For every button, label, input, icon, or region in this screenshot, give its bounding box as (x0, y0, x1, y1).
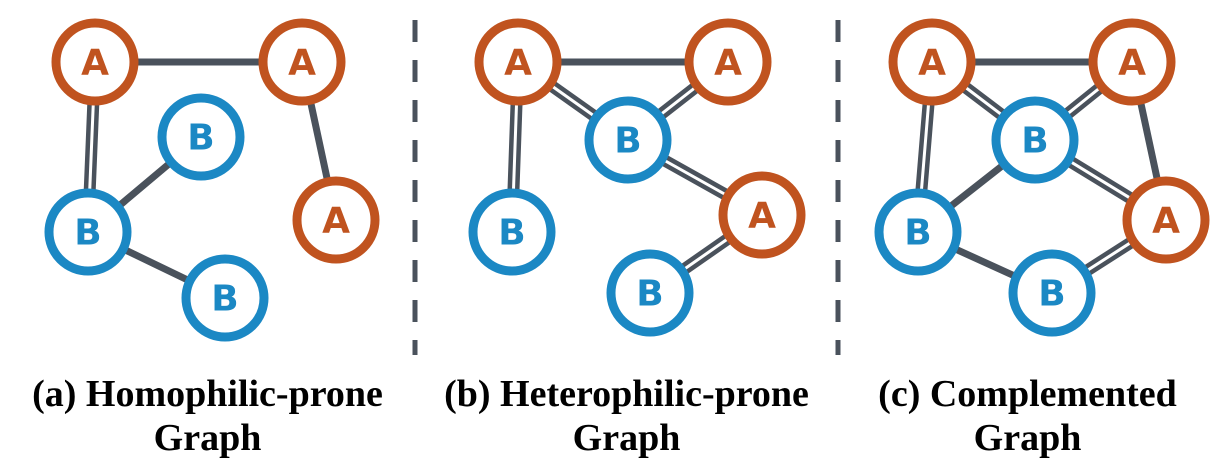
node-label: A (288, 43, 316, 84)
node-b-b1: B (584, 96, 672, 184)
node-label: A (748, 196, 776, 237)
node-label: B (1021, 121, 1048, 162)
node-a-a2: A (1088, 18, 1176, 106)
node-b-b3: B (1008, 249, 1096, 337)
panel-homophilic-graph: A A A B B B (44, 18, 380, 342)
caption-homophilic: (a) Homophilic-prone Graph (0, 372, 415, 460)
node-a-a1: A (888, 18, 976, 106)
caption-homophilic-line1: (a) Homophilic-prone (32, 373, 383, 415)
node-label: B (498, 213, 525, 254)
node-label: A (322, 201, 350, 242)
node-b-b2: B (874, 188, 962, 276)
node-a-a1: A (51, 18, 139, 106)
node-label: A (1152, 201, 1180, 242)
panel-complemented-graph: A A B A B B (874, 18, 1210, 337)
node-b-b3: B (606, 249, 694, 337)
node-b-b1: B (991, 96, 1079, 184)
node-label: A (504, 43, 532, 84)
node-label: B (211, 279, 238, 320)
panel-heterophilic-graph: A A B A B B (468, 18, 806, 337)
node-label: A (1118, 43, 1146, 84)
node-b-b2: B (468, 188, 556, 276)
caption-heterophilic: (b) Heterophilic-prone Graph (415, 372, 838, 460)
node-label: B (1038, 274, 1065, 315)
node-a-a3: A (718, 171, 806, 259)
node-b-b3: B (181, 254, 269, 342)
caption-homophilic-line2: Graph (153, 417, 262, 459)
node-label: B (636, 274, 663, 315)
caption-heterophilic-line1: (b) Heterophilic-prone (444, 373, 809, 415)
node-label: B (904, 213, 931, 254)
caption-complemented-line2: Graph (973, 417, 1082, 459)
node-label: A (918, 43, 946, 84)
node-label: A (714, 43, 742, 84)
node-a-a3: A (292, 176, 380, 264)
node-b-b1: B (157, 93, 245, 181)
caption-complemented-line1: (c) Complemented (878, 373, 1177, 415)
node-label: B (614, 121, 641, 162)
caption-heterophilic-line2: Graph (572, 417, 681, 459)
node-a-a2: A (258, 18, 346, 106)
node-label: B (74, 213, 101, 254)
node-label: A (81, 43, 109, 84)
node-b-b2: B (44, 188, 132, 276)
node-a-a1: A (474, 18, 562, 106)
node-label: B (187, 118, 214, 159)
caption-complemented: (c) Complemented Graph (838, 372, 1217, 460)
node-a-a3: A (1122, 176, 1210, 264)
node-a-a2: A (684, 18, 772, 106)
